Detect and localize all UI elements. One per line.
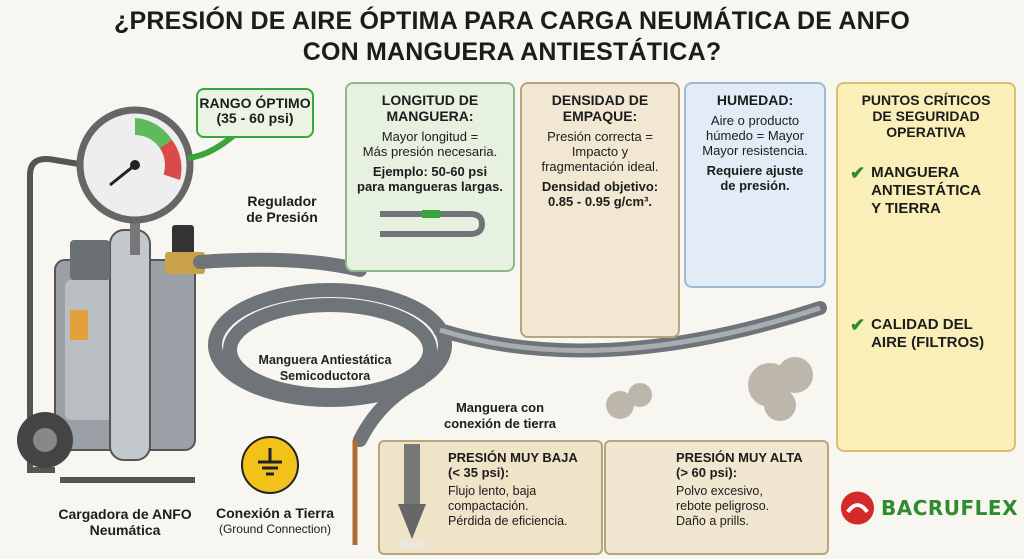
safety-heading: PUNTOS CRÍTICOS DE SEGURIDAD OPERATIVA xyxy=(861,92,991,140)
hose-sample-icon xyxy=(380,210,486,237)
ground-symbol-icon xyxy=(241,436,358,545)
safety-item-hose-label: MANGUERA ANTIESTÁTICA Y TIERRA xyxy=(871,164,982,217)
humidity-text: Aire o producto húmedo = Mayor Mayor res… xyxy=(702,113,808,158)
optimal-range-callout: RANGO ÓPTIMO (35 - 60 psi) xyxy=(196,88,314,138)
loader-label: Cargadora de ANFO Neumática xyxy=(58,506,192,538)
safety-item-hose: ✔ MANGUERA ANTIESTÁTICA Y TIERRA xyxy=(850,164,981,218)
safety-box: PUNTOS CRÍTICOS DE SEGURIDAD OPERATIVA ✔… xyxy=(836,82,1016,452)
low-pressure-panel: PRESIÓN MUY BAJA (< 35 psi): Flujo lento… xyxy=(378,440,603,555)
pressure-gauge-icon xyxy=(76,106,194,255)
regulator-label: Regulador de Presión xyxy=(246,193,318,225)
optimal-range-value: (35 - 60 psi) xyxy=(216,110,294,126)
ground-label: Conexión a Tierra (Ground Connection) xyxy=(210,505,340,537)
high-pressure-panel: PRESIÓN MUY ALTA (> 60 psi): Polvo exces… xyxy=(604,440,829,555)
safety-item-air: ✔ CALIDAD DEL AIRE (FILTROS) xyxy=(850,316,984,352)
high-pressure-heading: PRESIÓN MUY ALTA (> 60 psi): xyxy=(676,450,803,480)
hose-length-example: Ejemplo: 50-60 psi para mangueras largas… xyxy=(357,164,503,194)
title-line-2: CON MANGUERA ANTIESTÁTICA? xyxy=(302,38,722,66)
hose-ground-label: Manguera con conexión de tierra xyxy=(444,400,556,431)
low-pressure-text: Flujo lento, baja compactación. Pérdida … xyxy=(448,484,568,528)
brand-mark-icon xyxy=(840,491,875,525)
check-icon: ✔ xyxy=(850,315,866,335)
loader-cart-icon xyxy=(17,156,196,483)
hose-length-heading: LONGITUD DE MANGUERA: xyxy=(381,92,479,124)
page-title: ¿PRESIÓN DE AIRE ÓPTIMA PARA CARGA NEUMÁ… xyxy=(0,6,1024,68)
hose-length-text: Mayor longitud = Más presión necesaria. xyxy=(362,129,498,159)
check-icon: ✔ xyxy=(850,163,866,183)
humidity-heading: HUMEDAD: xyxy=(716,92,794,108)
density-text: Presión correcta = Impacto y fragmentaci… xyxy=(541,129,659,174)
brand-name: BACRUFLEX xyxy=(880,496,1018,520)
title-line-1: ¿PRESIÓN DE AIRE ÓPTIMA PARA CARGA NEUMÁ… xyxy=(113,7,911,35)
high-pressure-text: Polvo excesivo, rebote peligroso. Daño a… xyxy=(676,484,770,528)
optimal-range-title: RANGO ÓPTIMO xyxy=(199,95,311,111)
density-target: Densidad objetivo: 0.85 - 0.95 g/cm³. xyxy=(541,179,659,209)
high-pressure-text-block: PRESIÓN MUY ALTA (> 60 psi): Polvo exces… xyxy=(676,450,803,529)
density-box: DENSIDAD DE EMPAQUE: Presión correcta = … xyxy=(520,82,680,338)
density-heading: DENSIDAD DE EMPAQUE: xyxy=(551,92,649,124)
hose-label: Manguera Antiestática Semicoductora xyxy=(258,353,392,383)
brand-logo: BACRUFLEX xyxy=(838,488,1018,528)
humidity-box: HUMEDAD: Aire o producto húmedo = Mayor … xyxy=(684,82,826,288)
safety-item-air-label: CALIDAD DEL AIRE (FILTROS) xyxy=(871,316,985,351)
drill-low-icon xyxy=(398,444,426,550)
low-pressure-heading: PRESIÓN MUY BAJA (< 35 psi): xyxy=(448,450,578,480)
ground-subtitle: (Ground Connection) xyxy=(218,522,332,536)
humidity-adjust: Requiere ajuste de presión. xyxy=(706,163,804,193)
hose-length-box: LONGITUD DE MANGUERA: Mayor longitud = M… xyxy=(345,82,515,272)
low-pressure-text-block: PRESIÓN MUY BAJA (< 35 psi): Flujo lento… xyxy=(448,450,578,529)
ground-title: Conexión a Tierra xyxy=(215,505,334,521)
